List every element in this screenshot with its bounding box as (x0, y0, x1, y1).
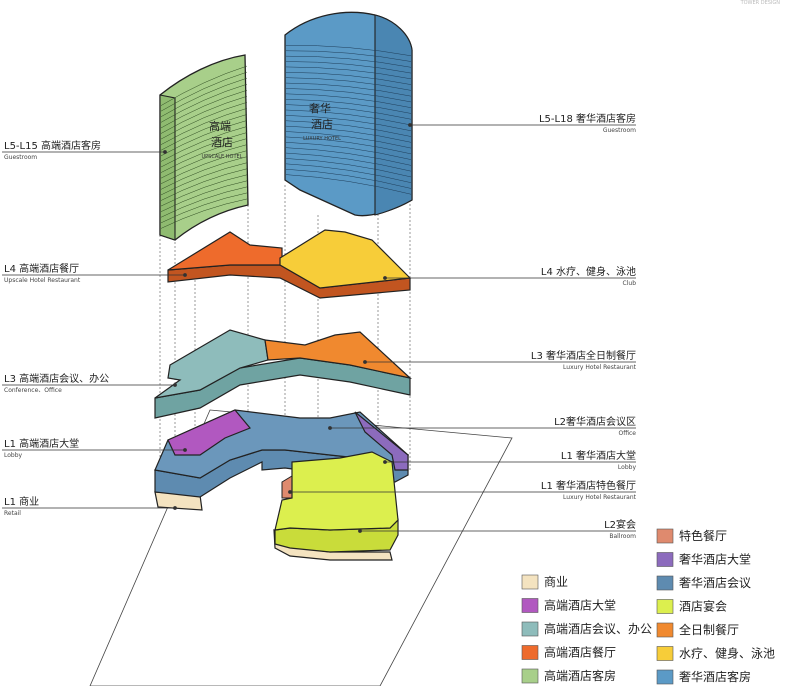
label-l1-luxury-lobby-sub: Lobby (618, 464, 637, 471)
upscale-tower-line1: 高端 (209, 119, 231, 133)
label-l5-l15-sub: Guestroom (4, 154, 37, 161)
label-l3-upscale: L3 高端酒店会议、办公 (4, 372, 109, 385)
label-l4-upscale-sub: Upscale Hotel Restaurant (4, 277, 81, 284)
luxury-tower-line1: 奢华 (309, 101, 331, 115)
luxury-lobby (354, 411, 409, 471)
luxury-tower-sub: LUXURY HOTEL (303, 136, 341, 142)
luxury-tower-line2: 酒店 (311, 117, 333, 131)
legend-swatch (521, 598, 539, 613)
legend-label: 全日制餐厅 (679, 622, 739, 637)
label-l2-ballroom: L2宴会 (604, 518, 636, 531)
legend-swatch (521, 574, 539, 590)
legend-swatch (656, 646, 674, 661)
legend-swatch (521, 668, 539, 684)
label-l4-upscale: L4 高端酒店餐厅 (4, 262, 79, 275)
label-l1-upscale-lobby-sub: Lobby (4, 452, 23, 459)
label-l3-upscale-sub: Conference、Office (4, 387, 62, 394)
legend-label: 奢华酒店会议 (679, 576, 751, 590)
upscale-restaurant (167, 231, 283, 271)
label-l5-l18: L5-L18 奢华酒店客房 (539, 112, 636, 125)
legend-swatch (656, 599, 674, 614)
legend-label: 高端酒店大堂 (544, 598, 616, 613)
upscale-tower-line2: 酒店 (211, 135, 233, 149)
l1-layer (154, 409, 410, 561)
legend-swatch (656, 528, 674, 544)
label-l3-luxury-sub: Luxury Hotel Restaurant (563, 364, 637, 371)
legend-label: 特色餐厅 (679, 528, 727, 543)
legend-label: 高端酒店会议、办公 (544, 621, 652, 636)
legend-label: 酒店宴会 (679, 599, 727, 614)
legend-swatch (656, 552, 674, 567)
upscale-tower: 高端 酒店 UPSCALE HOTEL (159, 54, 249, 241)
legend-swatch (656, 575, 674, 591)
legend-label: 奢华酒店大堂 (679, 553, 751, 567)
legend-swatch (521, 645, 539, 660)
label-l2-ballroom-sub: Ballroom (609, 533, 636, 540)
label-l1-luxury-lobby: L1 奢华酒店大堂 (561, 449, 636, 462)
legend-label: 商业 (544, 574, 568, 589)
labels-left: L5-L15 高端酒店客房 Guestroom L4 高端酒店餐厅 Upscal… (4, 139, 109, 517)
label-l5-l15: L5-L15 高端酒店客房 (4, 139, 101, 152)
label-l4-club: L4 水疗、健身、泳池 (541, 265, 636, 278)
label-l1-retail-sub: Retail (4, 510, 21, 517)
l3-layer (154, 329, 413, 419)
label-l5-l18-sub: Guestroom (603, 127, 636, 134)
labels-right: L5-L18 奢华酒店客房 Guestroom L4 水疗、健身、泳池 Club… (531, 112, 637, 540)
l4-layer (167, 229, 412, 299)
legend-swatch (521, 621, 539, 637)
label-l3-luxury: L3 奢华酒店全日制餐厅 (531, 349, 636, 362)
leader-lines (2, 123, 636, 533)
legend-swatch (656, 622, 674, 638)
luxury-tower: 奢华 酒店 LUXURY HOTEL (284, 11, 413, 217)
label-l2-luxury-conf-sub: Office (618, 430, 636, 437)
label-l2-luxury-conf: L2奢华酒店会议区 (554, 415, 636, 428)
legend-label: 水疗、健身、泳池 (679, 646, 775, 661)
all-day-dining (264, 331, 413, 380)
label-l1-specialty: L1 奢华酒店特色餐厅 (541, 479, 636, 492)
legend-label: 高端酒店餐厅 (544, 645, 616, 660)
upscale-lobby (167, 409, 251, 456)
label-l1-specialty-sub: Luxury Hotel Restaurant (563, 494, 637, 501)
label-l1-retail: L1 商业 (4, 495, 39, 508)
legend-swatch (656, 669, 674, 685)
legend-label: 高端酒店客房 (544, 668, 616, 683)
label-l4-club-sub: Club (623, 280, 637, 287)
spa-club (279, 229, 412, 289)
banquet-top (274, 451, 399, 531)
corner-text: TOWER DESIGN (740, 0, 781, 6)
legend-label: 奢华酒店客房 (679, 669, 751, 684)
upscale-tower-sub: UPSCALE HOTEL (202, 154, 243, 160)
upscale-conference (154, 329, 269, 399)
label-l1-upscale-lobby: L1 高端酒店大堂 (4, 437, 79, 450)
